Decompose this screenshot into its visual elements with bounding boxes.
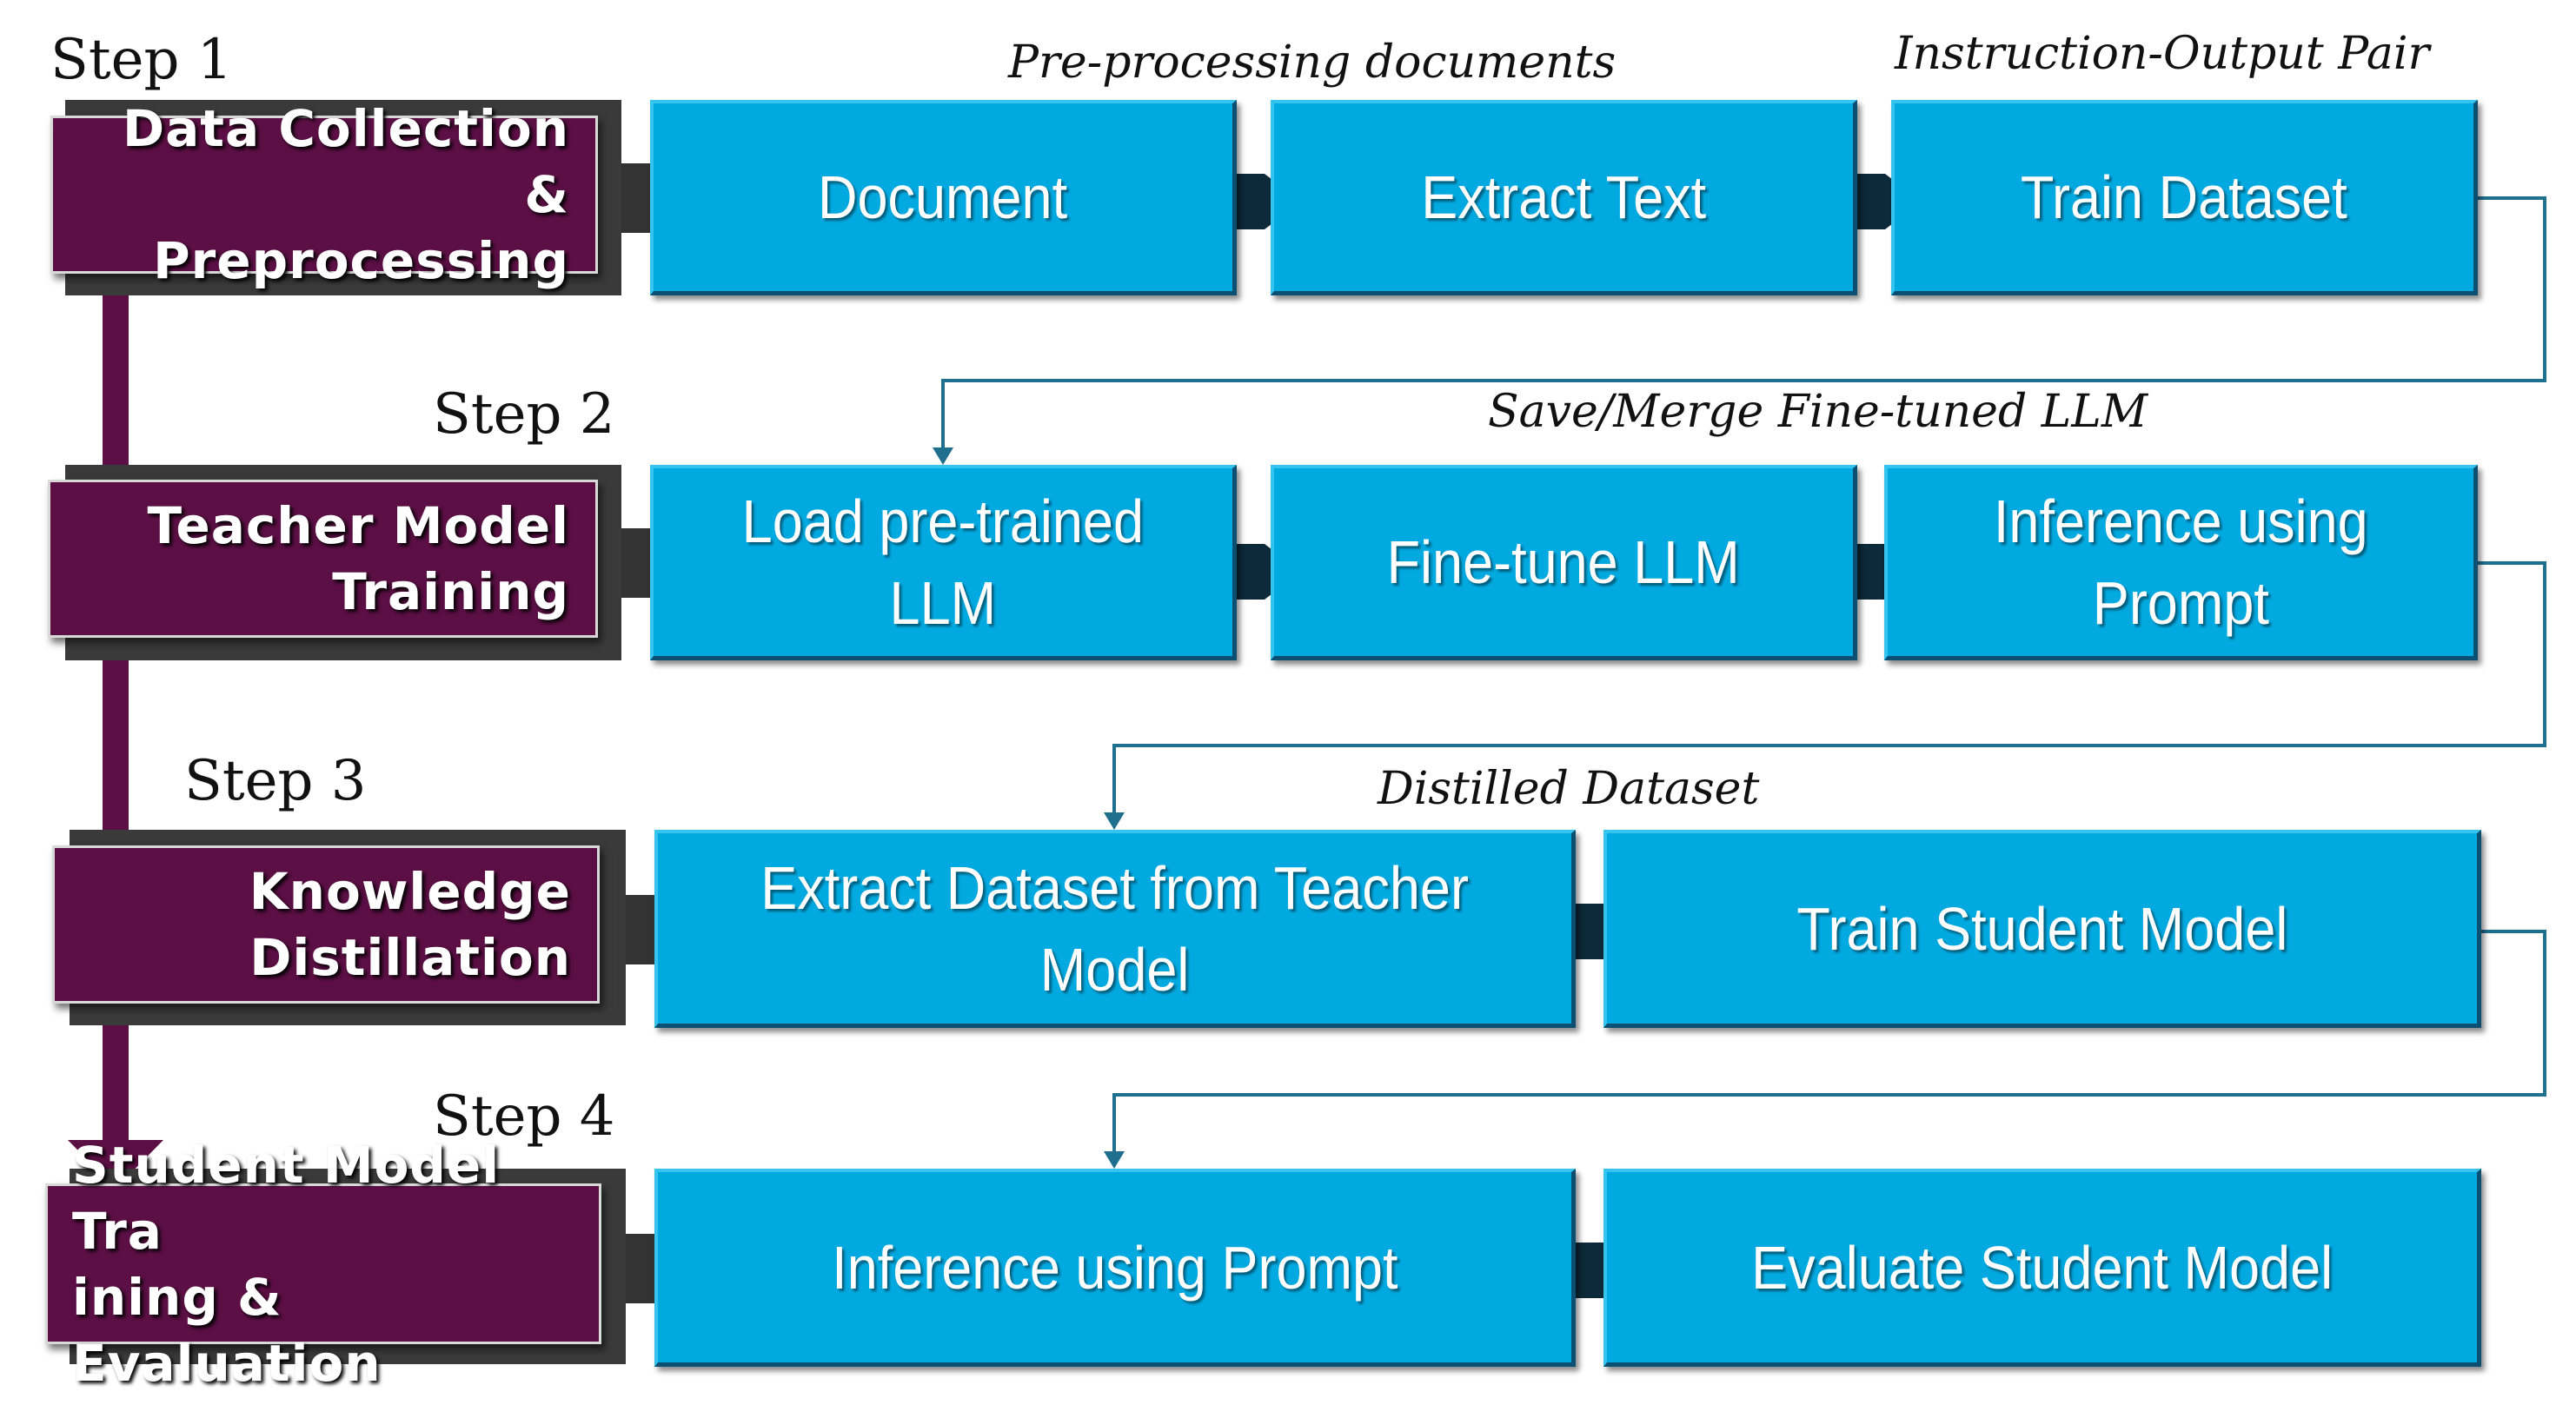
note-preprocessing-documents: Pre-processing documents xyxy=(1008,36,1617,89)
row2-arrow-1 xyxy=(1232,544,1301,600)
box-load-pretrained-llm: Load pre-trained LLM xyxy=(650,465,1237,660)
row1-arrow-2 xyxy=(1853,174,1922,229)
step-3-label: Step 3 xyxy=(184,749,367,813)
stage-data-collection: Data Collection & Preprocessing xyxy=(50,99,598,290)
note-instruction-output-pair: Instruction-Output Pair xyxy=(1895,28,2430,80)
note-distilled-dataset: Distilled Dataset xyxy=(1378,763,1760,815)
stage-teacher-training: Teacher Model Training xyxy=(48,480,598,638)
row1-to-row2-connector xyxy=(941,196,2546,452)
note-save-merge-finetuned: Save/Merge Fine-tuned LLM xyxy=(1488,386,2148,438)
row1-arrow-1 xyxy=(1232,174,1301,229)
box-train-student-model: Train Student Model xyxy=(1603,830,2481,1028)
row3-to-row4-connector xyxy=(1112,930,2546,1156)
box-finetune-llm: Fine-tune LLM xyxy=(1271,465,1857,660)
row3-to-row4-arrowhead xyxy=(1104,1151,1125,1169)
box-document: Document xyxy=(650,100,1237,295)
box-inference-using-prompt-teacher: Inference using Prompt xyxy=(1884,465,2478,660)
box-inference-using-prompt-student: Inference using Prompt xyxy=(654,1169,1576,1367)
step-2-label: Step 2 xyxy=(433,382,615,447)
row2-to-row3-connector xyxy=(1112,561,2546,817)
step-1-label: Step 1 xyxy=(50,28,233,92)
vertical-flow-arrowhead xyxy=(68,1140,163,1189)
step-4-label: Step 4 xyxy=(433,1084,615,1149)
row1-to-row2-arrowhead xyxy=(933,447,953,465)
stage-student-training-evaluation: Student Model Tra ining & Evaluation xyxy=(45,1136,601,1393)
row2-to-row3-arrowhead xyxy=(1104,812,1125,830)
box-extract-dataset-from-teacher: Extract Dataset from Teacher Model xyxy=(654,830,1576,1028)
stage-knowledge-distillation: Knowledge Distillation xyxy=(52,845,600,1004)
box-train-dataset: Train Dataset xyxy=(1891,100,2478,295)
box-extract-text: Extract Text xyxy=(1271,100,1857,295)
box-evaluate-student-model: Evaluate Student Model xyxy=(1603,1169,2481,1367)
